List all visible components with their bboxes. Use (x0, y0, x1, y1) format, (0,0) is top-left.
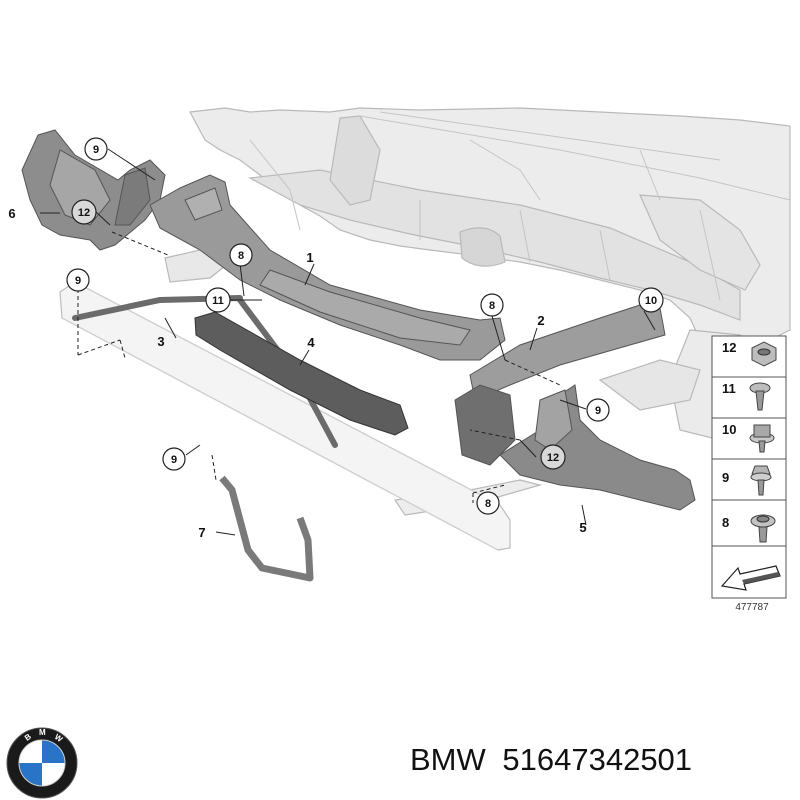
svg-text:11: 11 (212, 295, 224, 307)
svg-text:9: 9 (75, 275, 81, 287)
hex-bolt-icon (750, 465, 772, 496)
part-1-upper-crossmember (149, 174, 506, 361)
bmw-roundel-icon: B M W (5, 726, 79, 800)
screw-icon (749, 382, 771, 411)
direction-arrow-icon (720, 565, 781, 591)
vehicle-body-lines (249, 111, 791, 301)
diagram-code: 477787 (735, 602, 769, 613)
svg-text:10: 10 (722, 422, 736, 437)
legend-row-8: 8 (722, 514, 776, 543)
part-7-tow-bracket (219, 475, 314, 582)
flange-bolt-icon (749, 424, 775, 453)
callout-12-right: 12 (540, 444, 566, 470)
callout-10-right: 10 (638, 287, 664, 313)
callout-9-bumper-left: 9 (66, 268, 90, 292)
part-number: 51647342501 (502, 742, 693, 777)
part-label-3: 3 (157, 334, 164, 349)
svg-text:W: W (53, 732, 65, 744)
callout-9-top: 9 (84, 137, 108, 161)
bumper-carrier (59, 281, 511, 551)
legend-row-9: 9 (722, 465, 772, 496)
callout-8-right: 8 (480, 293, 504, 317)
brand-name: BMW (410, 742, 486, 777)
part-5-lower-bracket (499, 384, 696, 511)
svg-text:8: 8 (489, 300, 495, 312)
callout-9-right: 9 (586, 398, 610, 422)
svg-text:12: 12 (78, 207, 90, 219)
svg-text:12: 12 (722, 340, 736, 355)
callout-12-left: 12 (71, 199, 97, 225)
nut-icon (751, 341, 777, 367)
svg-text:9: 9 (595, 405, 601, 417)
legend-row-12: 12 (722, 340, 777, 367)
legend-row-10: 10 (722, 422, 775, 453)
callout-8-center: 8 (229, 243, 253, 267)
fastener-legend: 12 11 10 9 (711, 335, 787, 613)
svg-text:8: 8 (722, 515, 729, 530)
part-label-7: 7 (198, 525, 205, 540)
svg-text:11: 11 (722, 381, 736, 396)
callout-9-bumper-center: 9 (162, 447, 186, 471)
part-4-guide (194, 311, 409, 436)
svg-text:8: 8 (485, 498, 491, 510)
part-2-bracket-right (454, 304, 666, 466)
leader-lines (40, 148, 656, 536)
svg-text:12: 12 (547, 452, 559, 464)
part-label-5: 5 (579, 520, 586, 535)
part-label-2: 2 (537, 313, 544, 328)
part-label-4: 4 (307, 335, 315, 350)
footer-part-number: BMW 51647342501 (410, 735, 790, 785)
collar-bolt-icon (750, 514, 776, 543)
svg-text:8: 8 (238, 250, 244, 262)
part-label-6: 6 (8, 206, 15, 221)
svg-text:9: 9 (93, 144, 99, 156)
svg-text:10: 10 (645, 295, 657, 307)
callout-11-center: 11 (205, 287, 231, 313)
svg-text:9: 9 (171, 454, 177, 466)
callout-8-lower: 8 (476, 491, 500, 515)
legend-row-11: 11 (722, 381, 771, 411)
svg-text:9: 9 (722, 470, 729, 485)
svg-text:B: B (23, 732, 33, 743)
svg-text:M: M (39, 728, 46, 737)
part-label-1: 1 (306, 250, 313, 265)
